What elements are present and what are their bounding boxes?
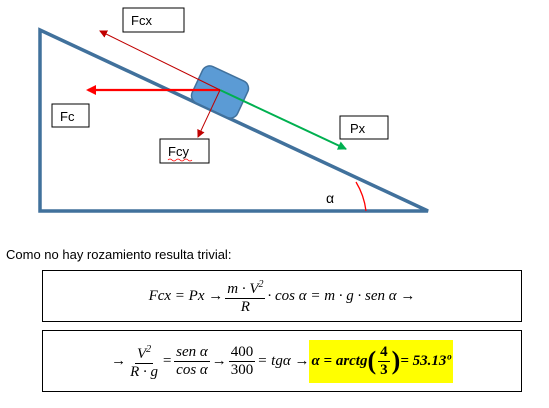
result-highlight: α = arctg ( 4 3 ) = 53.13º xyxy=(309,339,453,383)
caption-text: Como no hay rozamiento resulta trivial: xyxy=(6,247,232,262)
eq2-fraction-v2-rg: V2 R · g xyxy=(128,341,160,381)
eq1-rhs: · cos α = m · g · sen α → xyxy=(267,287,416,304)
svg-text:Fcx: Fcx xyxy=(131,13,152,28)
equation-box-2: → V2 R · g = sen α cos α → 400 300 = tgα… xyxy=(42,330,522,392)
label-fcy: Fcy xyxy=(159,138,210,164)
eq1-lhs: Fcx = Px → xyxy=(148,287,224,304)
label-fc: Fc xyxy=(51,103,90,128)
angle-arc xyxy=(355,181,367,212)
px-arrow xyxy=(219,89,347,150)
eq2-fraction-sen-cos: sen α cos α xyxy=(174,343,210,378)
svg-text:Fc: Fc xyxy=(60,109,75,124)
label-fcx: Fcx xyxy=(122,7,185,33)
label-alpha: α xyxy=(326,190,334,206)
svg-text:Fcy: Fcy xyxy=(168,144,189,159)
svg-text:Px: Px xyxy=(350,121,366,136)
eq2-fraction-400-300: 400 300 xyxy=(228,343,256,378)
block xyxy=(190,65,250,119)
fcy-arrow xyxy=(197,89,221,138)
eq1-fraction: m · V2 R xyxy=(225,276,266,316)
inclined-plane-diagram: Fcx Fc Fcy Px α xyxy=(38,7,429,213)
label-px: Px xyxy=(339,115,389,140)
equation-box-1: Fcx = Px → m · V2 R · cos α = m · g · se… xyxy=(42,270,522,322)
incline-triangle xyxy=(38,27,429,213)
eq2-tg: = tgα → xyxy=(257,352,310,369)
fcx-arrow xyxy=(99,30,221,91)
